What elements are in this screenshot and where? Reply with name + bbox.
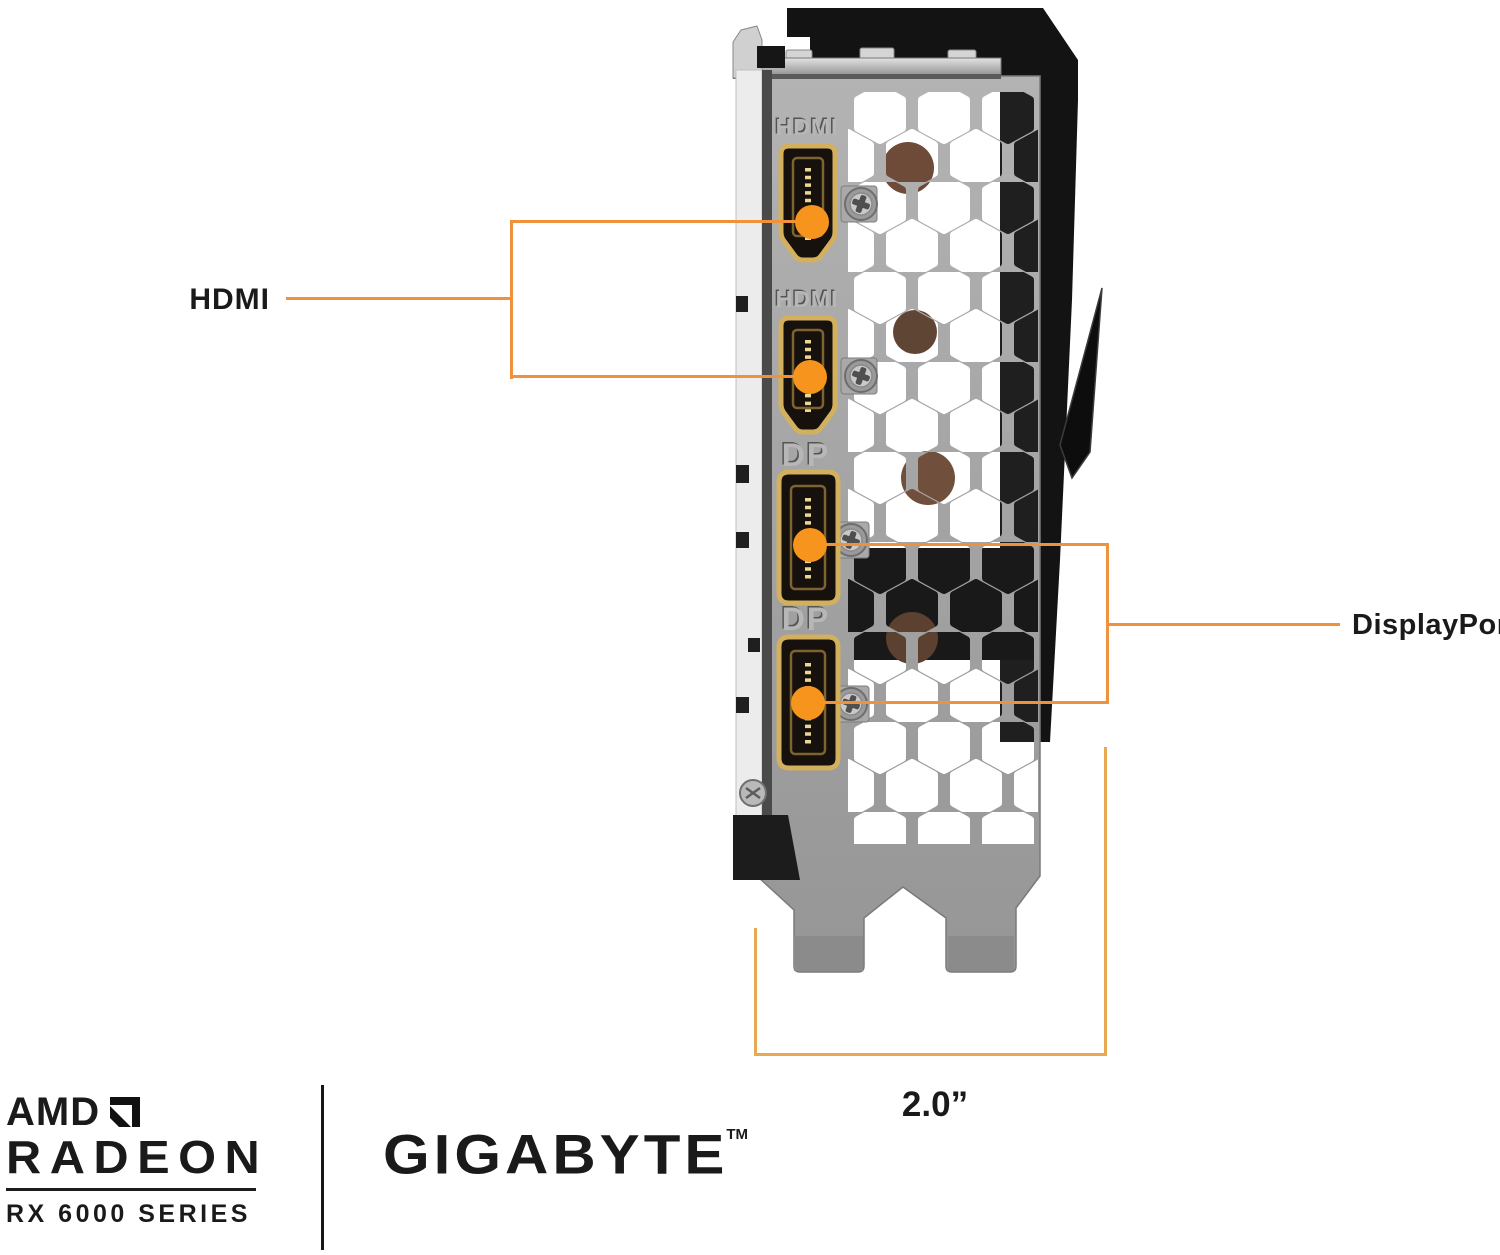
width-measurement-label: 2.0” xyxy=(901,1085,969,1124)
etched-label: DP xyxy=(782,437,830,473)
bracket-side-edge xyxy=(735,69,772,818)
amd-logo-divider xyxy=(6,1188,256,1191)
hdmi-callout-lead-line xyxy=(286,297,512,300)
hdmi-port-1-marker-dot xyxy=(795,205,829,239)
pcb-corner xyxy=(733,815,800,880)
rx-series-label: RX 6000 SERIES xyxy=(6,1200,251,1228)
etched-label-shadow: HDMI xyxy=(774,113,837,139)
displayport-callout-branch-bottom xyxy=(808,701,1109,704)
etched-label: DP xyxy=(782,601,830,637)
radeon-wordmark: RADEON xyxy=(6,1131,269,1183)
trademark-symbol: TM xyxy=(726,1126,749,1143)
bracket-tab-shade xyxy=(948,936,1014,971)
displayport-callout-vertical-line xyxy=(1106,543,1109,704)
etched-port-labels: HDMI HDMI HDMI HDMI DP DP DP DP xyxy=(774,113,839,638)
shroud-fin xyxy=(1059,287,1103,480)
displayport-port-1-marker-dot xyxy=(793,528,827,562)
displayport-port-2-marker-dot xyxy=(791,686,825,720)
brand-divider xyxy=(321,1085,324,1250)
screw-icon xyxy=(844,187,878,221)
cooler-shroud xyxy=(787,8,1078,742)
hdmi-label: HDMI xyxy=(189,283,270,316)
etched-label-shadow: DP xyxy=(780,600,828,636)
etched-label: HDMI xyxy=(776,114,839,140)
displayport-label: DisplayPort xyxy=(1352,609,1500,641)
bracket-top-flange xyxy=(732,47,1002,79)
bracket-screw-bottom xyxy=(739,779,767,807)
etched-label-shadow: DP xyxy=(780,436,828,472)
amd-radeon-logo: AMD RADEON RX 6000 SERIES xyxy=(6,1090,262,1229)
hdmi-callout-branch-top xyxy=(513,220,813,223)
etched-label: HDMI xyxy=(776,286,839,312)
hdmi-callout-vertical-line xyxy=(510,220,513,379)
width-measure-line-left xyxy=(754,928,757,1055)
hdmi-port-2-marker-dot xyxy=(793,360,827,394)
gigabyte-logo: GIGABYTETM xyxy=(383,1123,750,1186)
gigabyte-wordmark: GIGABYTE xyxy=(383,1123,729,1186)
amd-name: AMD xyxy=(6,1090,101,1134)
displayport-callout-lead-line xyxy=(1109,623,1340,626)
amd-logo-row: AMD xyxy=(6,1090,262,1134)
etched-label-shadow: HDMI xyxy=(774,285,837,311)
amd-arrow-icon xyxy=(110,1097,141,1127)
hdmi-callout-branch-bottom xyxy=(513,375,811,378)
displayport-callout-branch-top xyxy=(810,543,1109,546)
bracket-tab-shade xyxy=(794,936,863,971)
hdmi-port-1 xyxy=(781,146,835,260)
width-measure-line-right xyxy=(1104,747,1107,1055)
width-measure-line-bottom xyxy=(754,1053,1107,1056)
screw-icon xyxy=(844,359,878,393)
